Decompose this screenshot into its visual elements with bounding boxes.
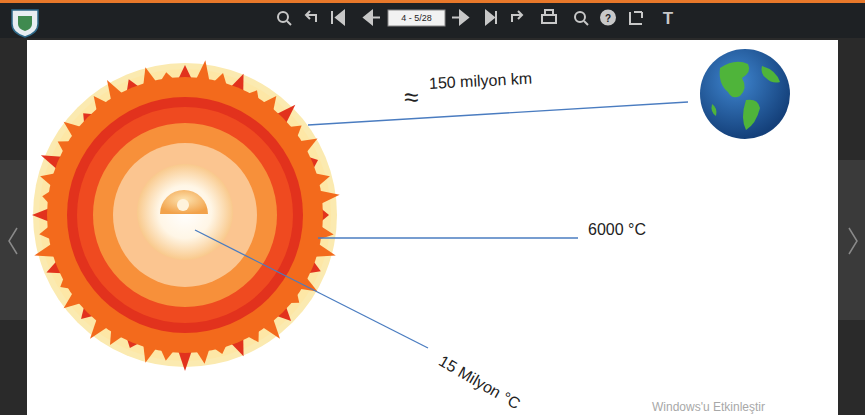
top-bar	[0, 0, 865, 3]
text-tool-icon: T	[663, 10, 673, 27]
side-panel	[838, 160, 865, 320]
logo	[12, 10, 38, 37]
slide	[27, 40, 838, 415]
approx-symbol: ≈	[404, 84, 418, 110]
next-arrow	[849, 228, 857, 254]
sun	[32, 60, 340, 371]
toolbar-icons	[278, 10, 642, 25]
page-box	[388, 10, 445, 26]
prev-arrow	[9, 228, 17, 254]
watermark: Windows'u Etkinleştir	[652, 401, 765, 413]
surface-temperature-label: 6000 °C	[588, 222, 646, 238]
help-icon: ?	[605, 13, 611, 24]
toolbar	[0, 0, 865, 38]
leader-lines	[195, 102, 688, 348]
earth	[700, 49, 790, 139]
side-panel	[0, 160, 27, 320]
page-number: 4 - 5/28	[401, 14, 432, 23]
